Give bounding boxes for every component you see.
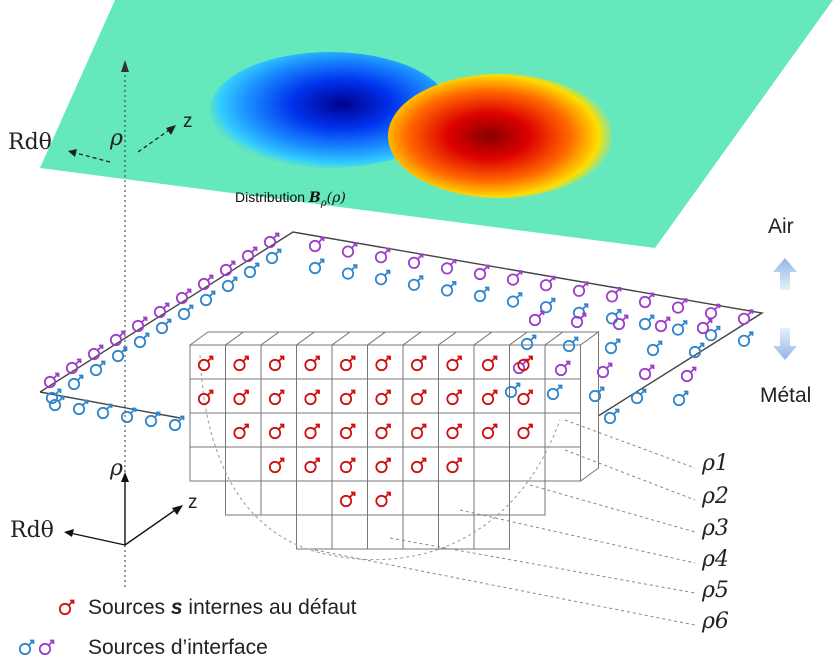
distribution-arg: (ρ) [326, 190, 346, 206]
interface-source-purple-icon [638, 292, 655, 309]
bottom-axis-z-head [172, 505, 183, 515]
legend-internal-symbol: s [170, 596, 183, 619]
interface-source-blue-icon [72, 399, 89, 416]
bottom-rdtheta-label: Rdθ [10, 518, 54, 543]
interface-source-blue-icon [111, 346, 128, 363]
interface-source-blue-icon [737, 331, 754, 347]
interface-source-purple-icon [572, 281, 589, 297]
legend-internal-icon [58, 599, 75, 616]
interface-source-purple-icon [704, 303, 721, 320]
interface-source-blue-icon [308, 258, 325, 275]
interface-source-blue-icon [120, 407, 137, 424]
interface-source-blue-icon [630, 388, 647, 405]
interface-source-blue-icon [440, 280, 457, 297]
layer-label-2: ρ2 [702, 484, 729, 509]
interface-source-blue-icon [168, 415, 185, 432]
interface-source-blue-icon [603, 408, 620, 425]
interface-plane-edge [39, 231, 764, 419]
distribution-prefix: Distribution [235, 189, 309, 205]
bottom-axis-z [124, 507, 179, 546]
interface-source-purple-icon [654, 316, 671, 333]
layer-label-5: ρ5 [702, 578, 729, 603]
interface-source-blue-icon [89, 360, 106, 377]
interface-source-blue-icon [144, 411, 161, 428]
interface-source-purple-icon [638, 364, 655, 381]
interface-source-purple-icon [528, 310, 545, 327]
interface-source-purple-icon [440, 258, 457, 275]
bottom-rho-label: ρ [110, 456, 123, 481]
layer-label-4: ρ4 [702, 547, 729, 572]
legend-interface-blue-icon [18, 639, 35, 656]
legend-internal-prefix: Sources [88, 596, 171, 619]
interface-source-blue-icon [341, 264, 358, 280]
interface-source-blue-icon [604, 338, 621, 355]
interface-source-blue-icon [374, 269, 391, 286]
interface-source-blue-icon [221, 276, 238, 293]
interface-source-blue-icon [243, 262, 260, 279]
interface-source-blue-icon [407, 275, 424, 291]
layer-label-1: ρ1 [702, 451, 729, 476]
defect-block [188, 331, 601, 550]
interface-source-purple-icon [407, 253, 424, 269]
legend-internal-suffix: internes au défaut [182, 596, 357, 619]
interface-source-purple-icon [680, 366, 697, 383]
interface-source-blue-icon [155, 318, 172, 335]
interface-source-blue-icon [96, 403, 113, 420]
interface-source-purple-icon [374, 247, 391, 264]
interface-source-purple-icon [671, 298, 688, 314]
layer-label-6: ρ6 [702, 609, 729, 634]
interface-source-purple-icon [539, 275, 556, 292]
interface-source-purple-icon [605, 286, 622, 303]
distribution-symbol: B [308, 190, 321, 206]
bottom-axis-rdtheta-head [64, 529, 74, 537]
distribution-label: Distribution Bρ(ρ) [235, 190, 346, 209]
legend-internal-text: Sources s internes au défaut [88, 596, 357, 620]
arrow-up-icon [773, 258, 797, 290]
top-rho-label: ρ [110, 126, 123, 151]
legend-interface-text: Sources d’interface [88, 636, 268, 659]
positive-lobe [388, 74, 612, 198]
interface-source-purple-icon [596, 362, 613, 379]
top-axis-rdtheta-head [68, 149, 77, 157]
bottom-axis-rho-head [121, 472, 129, 482]
legend-interface: Sources d’interface [88, 636, 268, 660]
legend-interface-purple-icon [38, 639, 55, 656]
air-label: Air [768, 215, 794, 238]
defect-profile [199, 354, 561, 561]
interface-source-blue-icon [177, 304, 194, 321]
interface-source-blue-icon [133, 332, 150, 349]
interface-source-blue-icon [506, 292, 523, 308]
interface-source-blue-icon [671, 320, 688, 336]
bottom-axis-rdtheta [69, 532, 126, 546]
top-z-label: z [183, 111, 193, 132]
metal-label: Métal [760, 384, 812, 407]
interface-source-blue-icon [646, 340, 663, 357]
distribution-subscript: ρ [320, 197, 327, 209]
arrow-down-icon [773, 328, 797, 360]
interface-source-purple-icon [308, 236, 325, 253]
bottom-z-label: z [188, 492, 198, 513]
top-rdtheta-label: Rdθ [8, 130, 52, 155]
legend-internal: Sources s internes au défaut [88, 596, 357, 620]
interface-source-blue-icon [199, 290, 216, 307]
layer-label-3: ρ3 [702, 516, 729, 541]
interface-source-purple-icon [341, 242, 358, 258]
interface-source-purple-icon [506, 270, 523, 286]
rho-axis-arrowhead [121, 60, 129, 72]
interface-source-purple-icon [737, 309, 754, 325]
interface-source-blue-icon [265, 248, 282, 265]
interface-source-blue-icon [473, 286, 490, 303]
interface-source-purple-icon [473, 264, 490, 281]
top-axis-z-head [166, 125, 176, 135]
interface-source-blue-icon [539, 297, 556, 314]
interface-source-blue-icon [672, 390, 689, 407]
interface-source-blue-icon [67, 374, 84, 391]
layer-leaders [314, 419, 696, 626]
interface-source-blue-icon [638, 314, 655, 331]
